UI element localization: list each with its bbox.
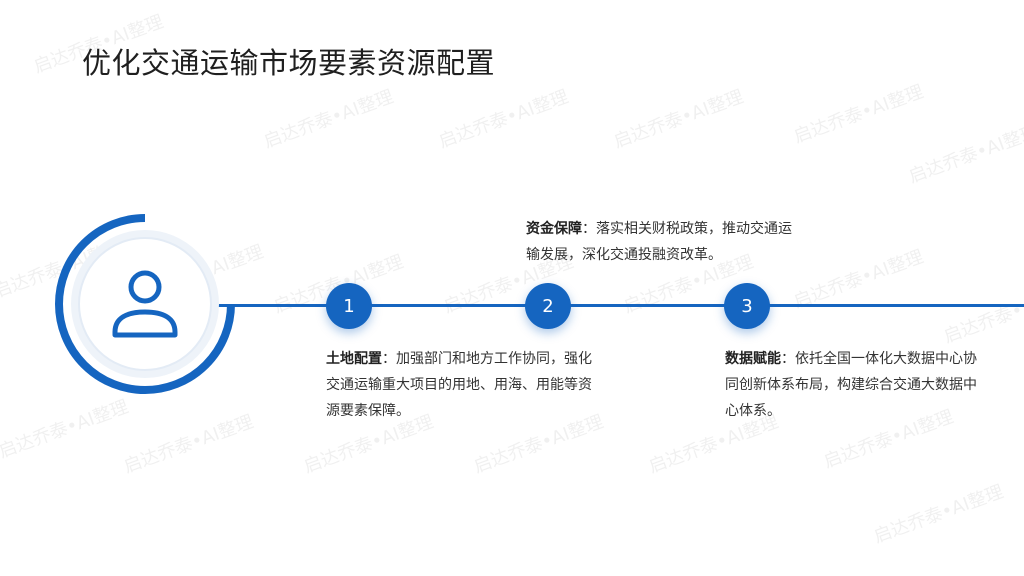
step-3-separator: ： (781, 351, 795, 367)
watermark: 启达乔泰•AI整理 (436, 86, 572, 153)
timeline-line (200, 304, 1024, 307)
watermark: 启达乔泰•AI整理 (261, 86, 397, 153)
watermark: 启达乔泰•AI整理 (791, 81, 927, 148)
step-1-label: 土地配置 (326, 351, 382, 367)
step-2-text: 落实相关财税政策，推动交通运输发展，深化交通投融资改革。 (526, 221, 792, 263)
avatar (55, 214, 235, 394)
watermark: 启达乔泰•AI整理 (0, 396, 132, 463)
step-1-description: 土地配置：加强部门和地方工作协同，强化交通运输重大项目的用地、用海、用能等资源要… (326, 346, 596, 424)
step-2-description: 资金保障：落实相关财税政策，推动交通运输发展，深化交通投融资改革。 (526, 216, 796, 268)
step-2-separator: ： (582, 221, 596, 237)
watermark: 启达乔泰•AI整理 (611, 86, 747, 153)
step-1-text: 加强部门和地方工作协同，强化交通运输重大项目的用地、用海、用能等资源要素保障。 (326, 351, 592, 419)
step-2-label: 资金保障 (526, 221, 582, 237)
step-2-badge: 2 (525, 283, 571, 329)
step-3-description: 数据赋能：依托全国一体化大数据中心协同创新体系布局，构建综合交通大数据中心体系。 (725, 346, 983, 424)
step-3-text: 依托全国一体化大数据中心协同创新体系布局，构建综合交通大数据中心体系。 (725, 351, 977, 419)
step-3-label: 数据赋能 (725, 351, 781, 367)
watermark: 启达乔泰•AI整理 (791, 246, 927, 313)
avatar-ring (55, 214, 235, 394)
user-icon (112, 270, 178, 338)
step-1-separator: ： (382, 351, 396, 367)
watermark: 启达乔泰•AI整理 (871, 481, 1007, 548)
page-title: 优化交通运输市场要素资源配置 (82, 46, 496, 80)
watermark: 启达乔泰•AI整理 (941, 281, 1024, 348)
watermark: 启达乔泰•AI整理 (906, 121, 1024, 188)
watermark: 启达乔泰•AI整理 (121, 411, 257, 478)
step-1-badge: 1 (326, 283, 372, 329)
step-3-badge: 3 (724, 283, 770, 329)
